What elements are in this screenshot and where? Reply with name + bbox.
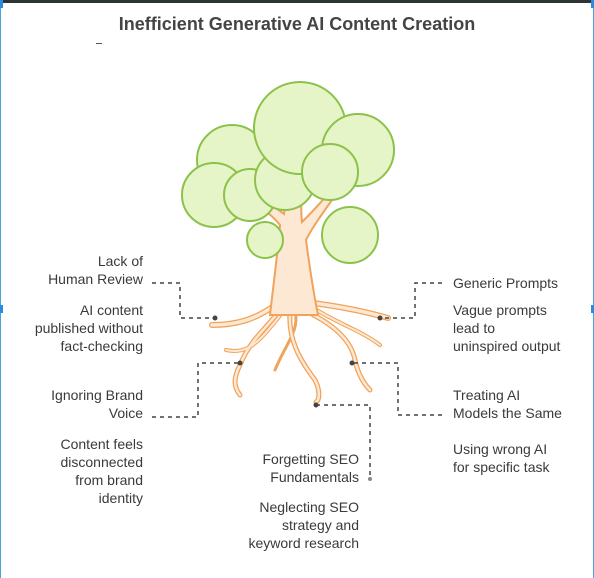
- window-top-border: [0, 0, 594, 3]
- connectors: [152, 282, 442, 478]
- connector-dots: [212, 315, 383, 481]
- selection-border-left: [0, 3, 1, 578]
- connector-generic-prompts: [380, 282, 442, 319]
- connector-human-review: [152, 282, 215, 319]
- connector-ai-models: [352, 362, 442, 416]
- foliage: [181, 81, 395, 264]
- root: [273, 310, 298, 372]
- resize-handle-right[interactable]: [591, 305, 594, 313]
- roots: [209, 299, 391, 405]
- connector-brand-voice: [152, 362, 240, 418]
- cause-generic-prompts-title: Generic Prompts: [453, 275, 559, 291]
- root-fill: [288, 310, 321, 404]
- diagram-title: Inefficient Generative AI Content Creati…: [118, 14, 476, 34]
- connector-dot: [212, 315, 218, 321]
- root-fill: [298, 306, 372, 392]
- resize-handle-top-left[interactable]: [0, 0, 3, 8]
- foliage-cloud: [321, 206, 379, 264]
- root-fill: [225, 311, 284, 352]
- connector-dot: [237, 360, 243, 366]
- connector-dot: [313, 402, 319, 408]
- text-cursor-mark: [96, 43, 102, 44]
- resize-handle-left[interactable]: [0, 305, 3, 313]
- foliage-cloud: [246, 221, 284, 259]
- connector-endpoint: [368, 477, 372, 481]
- root-fill: [309, 305, 381, 346]
- root-fill: [210, 303, 277, 327]
- connector-dot: [377, 315, 383, 321]
- resize-handle-top-right[interactable]: [591, 0, 594, 8]
- foliage-cloud: [301, 143, 359, 201]
- connector-dot: [349, 360, 355, 366]
- connector-seo: [316, 404, 371, 478]
